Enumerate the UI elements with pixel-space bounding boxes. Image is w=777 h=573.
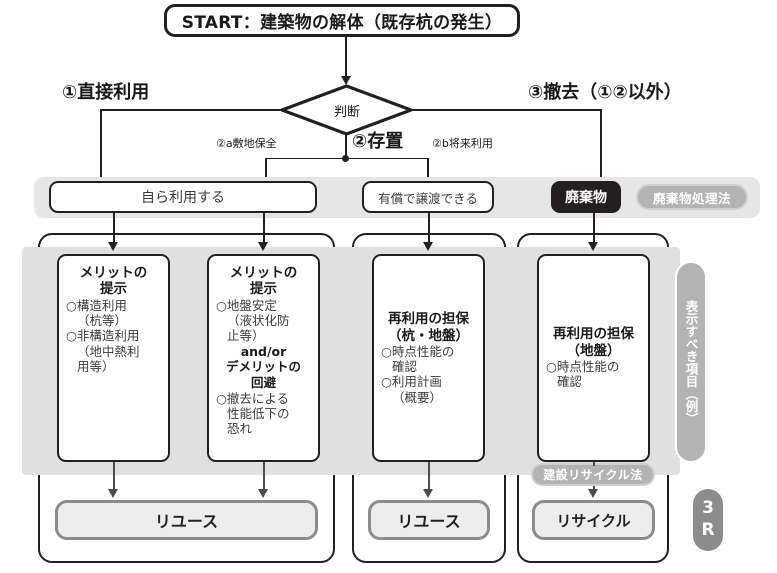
arrow-into-card1: [108, 242, 119, 251]
connector-center-right-down: [427, 157, 429, 180]
branch-label-center-b: ②b将来利用: [432, 137, 493, 150]
option-waste-label: 廃棄物: [565, 190, 607, 206]
card-line: ○構造利用: [66, 297, 127, 313]
result-recycle-label: リサイクル: [556, 511, 631, 530]
connector-start-to-decision: [345, 37, 347, 79]
option-paid-transfer[interactable]: 有償で譲渡できる: [362, 181, 494, 213]
option-self-use[interactable]: 自ら利用する: [49, 181, 317, 213]
branch-label-center-a: ②a敷地保全: [216, 137, 277, 150]
decision-label: 判断: [333, 104, 360, 120]
card-reuse-pile-ground-title: 再利用の担保（杭・地盤）: [388, 311, 469, 344]
connector-selfuse-card2: [263, 213, 265, 245]
decision-label-wrap: 判断: [303, 100, 391, 120]
result-reuse-left: リユース: [55, 500, 318, 540]
card-reuse-pile-ground: 再利用の担保（杭・地盤） ○時点性能の 確認 ○利用計画 （概要）: [372, 254, 485, 462]
branch-label-center: ②存置: [352, 131, 404, 152]
connector-card1-result: [113, 462, 115, 492]
result-reuse-mid-label: リユース: [397, 512, 461, 531]
card-reuse-ground-title: 再利用の担保（地盤）: [553, 326, 634, 359]
card-line: （概要）: [392, 389, 443, 405]
result-recycle: リサイクル: [532, 500, 655, 540]
connector-center-left-down: [265, 157, 267, 180]
display-items-pill: 表示すべき項目（例）: [675, 261, 707, 463]
arrow-into-card4: [588, 242, 599, 251]
arrow-into-result-left-b: [258, 489, 269, 498]
start-box: START：建築物の解体（既存杭の発生）: [164, 4, 520, 37]
card-line: （液状化防: [227, 313, 290, 329]
connector-decision-down: [345, 134, 347, 159]
connector-decision-left: [100, 109, 282, 111]
connector-card2-result: [263, 462, 265, 492]
connector-waste-card4: [593, 213, 595, 245]
start-label: START：建築物の解体（既存杭の発生）: [181, 13, 503, 33]
connector-decision-right: [411, 109, 601, 111]
card-line: 恐れ: [227, 421, 253, 437]
arrow-into-result-left-a: [108, 489, 119, 498]
card-reuse-ground: 再利用の担保（地盤） ○時点性能の 確認: [537, 254, 650, 462]
card-line: ○撤去による: [216, 390, 290, 406]
option-self-use-label: 自ら利用する: [141, 190, 225, 206]
arrow-into-result-mid: [423, 489, 434, 498]
card-line: （地中熱利: [77, 343, 140, 359]
card-line: 用等）: [77, 358, 115, 374]
construction-recycling-law-label: 建設リサイクル法: [543, 468, 643, 482]
card-line: ○地盤安定: [216, 297, 277, 313]
display-items-label: 表示すべき項目（例）: [683, 299, 699, 425]
connector-card4-law: [593, 462, 595, 466]
card-merit-ground-title: メリットの提示: [229, 265, 298, 298]
branch-label-right: ③撤去（①②以外）: [528, 82, 682, 103]
connector-center-split: [265, 157, 429, 160]
card-line: 確認: [557, 374, 583, 390]
card-line: 止等）: [227, 328, 265, 344]
arrow-into-card2: [258, 242, 269, 251]
card-merit-structural: メリットの提示 ○構造利用 （杭等） ○非構造利用 （地中熱利 用等）: [57, 254, 170, 462]
card-line: ○利用計画: [381, 374, 442, 390]
option-waste[interactable]: 廃棄物: [551, 181, 621, 213]
option-paid-transfer-label: 有償で譲渡できる: [378, 190, 478, 206]
card-line: （杭等）: [77, 313, 128, 329]
result-reuse-left-label: リユース: [154, 512, 219, 531]
connector-selfuse-card1: [113, 213, 115, 245]
connector-right-down: [600, 109, 602, 179]
branch-label-left: ①直接利用: [62, 82, 150, 103]
card-line: 性能低下の: [227, 405, 290, 421]
card-line: ○時点性能の: [546, 359, 620, 375]
connector-card3-result: [428, 462, 430, 492]
arrow-into-result-recycle: [588, 489, 599, 498]
card-line: 確認: [392, 359, 418, 375]
waste-law-label: 廃棄物処理法: [652, 190, 731, 206]
result-reuse-mid: リユース: [368, 500, 490, 540]
arrow-into-card3: [423, 242, 434, 251]
card-line: ○時点性能の: [381, 343, 455, 359]
connector-left-down: [100, 109, 102, 179]
card-merit-structural-title: メリットの提示: [79, 265, 148, 298]
card-line: ○非構造利用: [66, 328, 140, 344]
construction-recycling-law-pill: 建設リサイクル法: [531, 463, 655, 486]
arrow-into-decision: [340, 76, 351, 85]
three-r-label: 3R: [698, 498, 718, 542]
connector-paid-card3: [428, 213, 430, 245]
three-r-badge: 3R: [693, 489, 723, 551]
waste-law-pill: 廃棄物処理法: [636, 184, 748, 210]
